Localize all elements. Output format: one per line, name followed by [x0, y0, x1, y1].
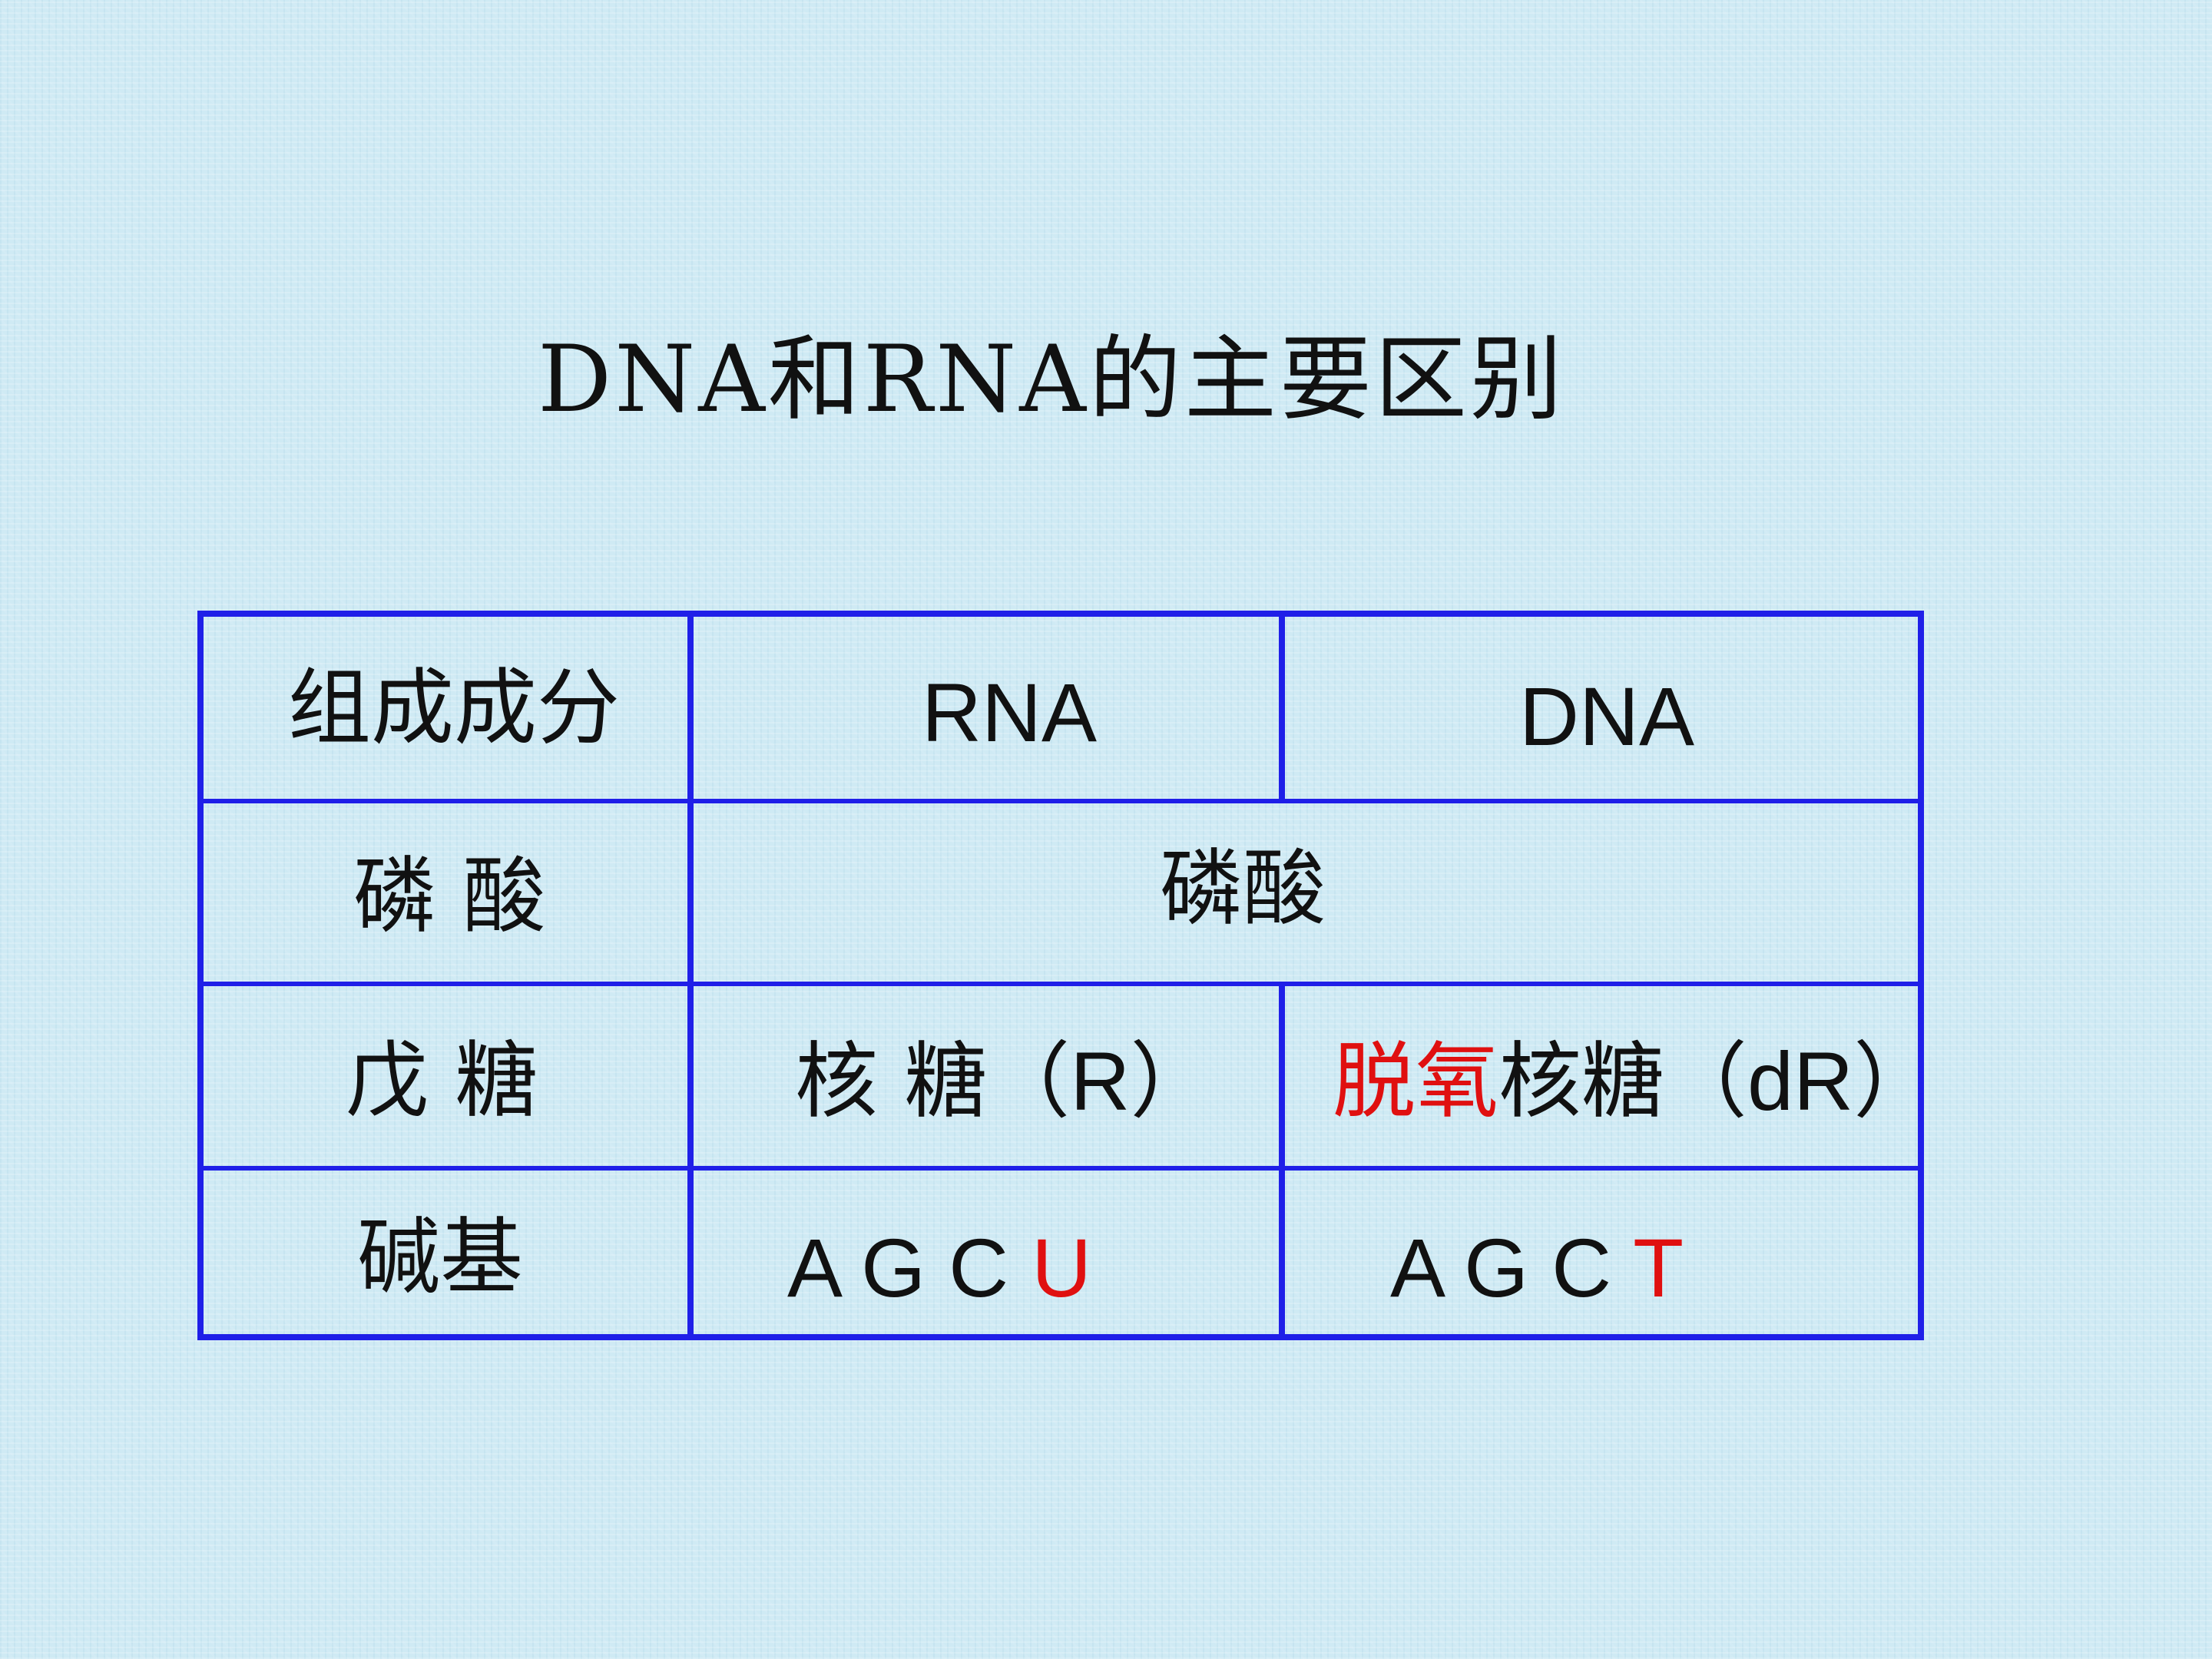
column-divider-rna-dna-bottom	[1279, 984, 1285, 1334]
sugar-dna-name: 核糖	[1498, 1034, 1665, 1130]
sugar-rna-name: 核 糖	[795, 1034, 988, 1130]
phosphate-label-cell: 磷 酸	[353, 849, 546, 945]
column-divider-rna-dna-top	[1279, 617, 1285, 801]
bases-dna-cell: A G C T	[1390, 1218, 1684, 1318]
header-rna-cell: RNA	[922, 666, 1098, 759]
row-divider-phosphate	[204, 982, 1918, 986]
row-divider-sugar	[204, 1166, 1918, 1171]
sugar-dna-highlight: 脱氧	[1333, 1034, 1499, 1130]
sugar-rna-cell: 核 糖（R）	[795, 1031, 1213, 1132]
comparison-table: 组成成分 RNA DNA 磷 酸 磷酸 戊 糖 核 糖（R） 脱氧核糖（dR） …	[197, 611, 1936, 1340]
sugar-rna-symbol: （R）	[987, 1035, 1214, 1128]
sugar-label-cell: 戊 糖	[346, 1033, 538, 1129]
bases-dna-unique: T	[1633, 1221, 1684, 1314]
sugar-dna-cell: 脱氧核糖（dR）	[1333, 1031, 1936, 1132]
bases-rna-unique: U	[1031, 1221, 1092, 1314]
header-label-cell: 组成成分	[288, 661, 621, 757]
sugar-dna-symbol: （dR）	[1664, 1035, 1937, 1128]
phosphate-value-cell: 磷酸	[1160, 841, 1326, 937]
header-dna-cell: DNA	[1519, 670, 1695, 763]
bases-label-cell: 碱基	[357, 1210, 524, 1306]
row-divider-header	[204, 799, 1918, 803]
bases-dna-common: A G C	[1390, 1221, 1634, 1314]
column-divider-label	[687, 617, 694, 1334]
slide-title: DNA和RNA的主要区别	[538, 326, 1565, 433]
bases-rna-common: A G C	[787, 1221, 1032, 1314]
bases-rna-cell: A G C U	[787, 1218, 1091, 1318]
